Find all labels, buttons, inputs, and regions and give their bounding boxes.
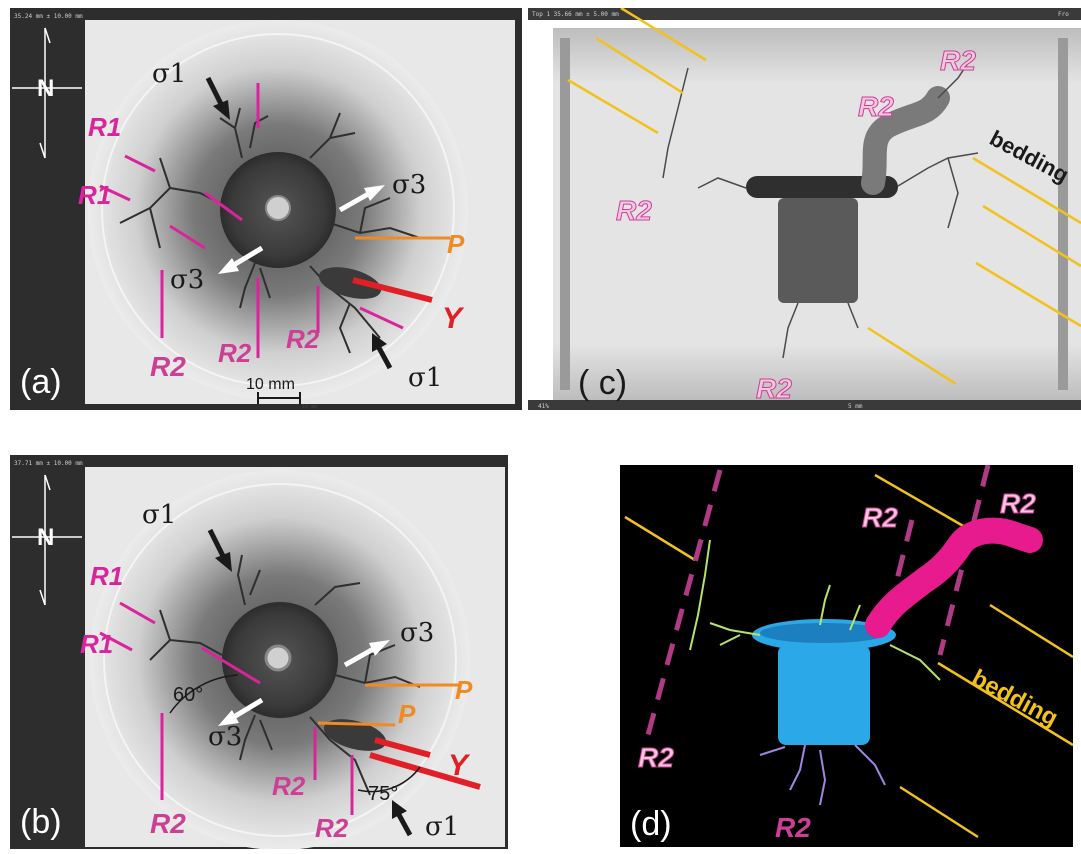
north-label: N: [37, 75, 54, 102]
scale-bar: [257, 392, 301, 404]
sigma3-left-arrow: [218, 245, 264, 274]
bedding-lines: [624, 473, 1073, 839]
sigma3-right-arrow: [343, 640, 390, 668]
r2-right-label: R2: [315, 813, 349, 843]
scale-bar-small-label: 10 mm: [302, 404, 317, 410]
r2-mid-label: R2: [272, 771, 306, 801]
r1-lower-label: R1: [80, 629, 113, 659]
r2-bottom-label: R2: [756, 373, 792, 404]
panel-a-header: 35.24 mm ± 10.00 mm: [14, 13, 83, 20]
scale-bar-label: 10 mm: [246, 376, 295, 393]
sigma3-left-label: σ3: [170, 265, 204, 295]
r2-right-label: R2: [286, 324, 320, 354]
panel-b-header: 37.71 mm ± 10.00 mm: [14, 460, 83, 467]
sigma1-bottom-label: σ1: [425, 812, 459, 842]
panel-a: 35.24 mm ± 10.00 mm N: [10, 8, 522, 410]
panel-c: Top 1 35.66 mm ± 5.00 mm Fro 41% 5 mm R2…: [528, 8, 1081, 410]
panel-d-image: R2 R2 R2 R2 bedding (d): [624, 465, 1073, 843]
borehole-model: [778, 645, 870, 745]
borehole: [778, 198, 858, 303]
r2-left-label: R2: [150, 808, 186, 839]
y-line: [352, 277, 433, 303]
r1-upper-label: R1: [90, 561, 123, 591]
y-label: Y: [442, 302, 465, 335]
r-lines: [99, 83, 404, 358]
r2-top-right-label: R2: [1000, 488, 1036, 519]
sigma3-left-arrow: [218, 697, 264, 726]
r2-upper-label: R2: [858, 91, 894, 122]
panel-c-corner-label: Fro: [1058, 11, 1069, 18]
r2-left-label: R2: [616, 195, 652, 226]
sigma1-top-arrow: [205, 76, 230, 120]
sigma3-right-label: σ3: [392, 170, 426, 200]
green-fractures: [689, 539, 941, 681]
r2-top-label: R2: [940, 45, 976, 76]
panel-c-zoom-label: 41%: [538, 403, 549, 410]
fracture-network: [149, 554, 421, 796]
panel-c-image: Top 1 35.66 mm ± 5.00 mm Fro 41% 5 mm R2…: [528, 8, 1081, 410]
r1-upper-label: R1: [88, 112, 121, 142]
north-label: N: [37, 524, 54, 551]
sigma1-top-label: σ1: [152, 59, 186, 89]
fracture-network: [662, 62, 979, 359]
north-arrow-icon: [12, 474, 82, 606]
panel-b: 37.71 mm ± 10.00 mm N: [10, 455, 508, 849]
panel-label-b: (b): [20, 803, 62, 841]
y-line-upper: [374, 737, 431, 758]
y-line-lower: [369, 752, 481, 790]
fracture-network: [119, 107, 421, 354]
north-arrow-icon: [12, 27, 82, 159]
sigma1-bottom-label: σ1: [408, 363, 442, 393]
angle-60-arc: [169, 674, 239, 714]
r2-bottom-label: R2: [775, 812, 811, 843]
p-label: P: [447, 229, 465, 259]
sigma1-bottom-arrow: [372, 333, 393, 370]
p-lower-line: [317, 721, 396, 727]
violet-fractures: [759, 744, 886, 806]
sigma1-top-arrow: [207, 528, 232, 572]
sigma3-left-label: σ3: [208, 722, 242, 752]
bedding-label: bedding: [967, 664, 1062, 732]
panel-b-image: 37.71 mm ± 10.00 mm N: [12, 460, 505, 849]
p-lower-label: P: [398, 699, 416, 729]
panel-label-d: (d): [630, 805, 672, 843]
y-label: Y: [448, 749, 471, 782]
sigma3-right-label: σ3: [400, 618, 434, 648]
r-lines: [99, 601, 354, 815]
r2-top-mid-label: R2: [862, 502, 898, 533]
angle-75-label: 75°: [368, 783, 398, 805]
angle-75-arc: [357, 766, 421, 793]
panel-label-c: ( c): [578, 364, 627, 402]
sigma1-top-label: σ1: [142, 500, 176, 530]
p-upper-label: P: [455, 675, 473, 705]
r2-left-label: R2: [638, 742, 674, 773]
bedding-lines: [567, 8, 1081, 386]
panel-d: R2 R2 R2 R2 bedding (d): [620, 465, 1073, 847]
panel-a-image: 35.24 mm ± 10.00 mm N: [12, 13, 515, 410]
panel-c-header: Top 1 35.66 mm ± 5.00 mm: [532, 11, 619, 18]
pink-fracture-model: [865, 517, 1043, 638]
sigma3-right-arrow: [338, 185, 385, 213]
r2-mid-label: R2: [218, 338, 252, 368]
panel-c-scale-label: 5 mm: [848, 403, 863, 410]
sigma1-bottom-arrow: [392, 800, 413, 837]
r1-lower-label: R1: [78, 180, 111, 210]
angle-60-label: 60°: [173, 684, 203, 706]
r2-left-label: R2: [150, 351, 186, 382]
panel-label-a: (a): [20, 363, 62, 401]
